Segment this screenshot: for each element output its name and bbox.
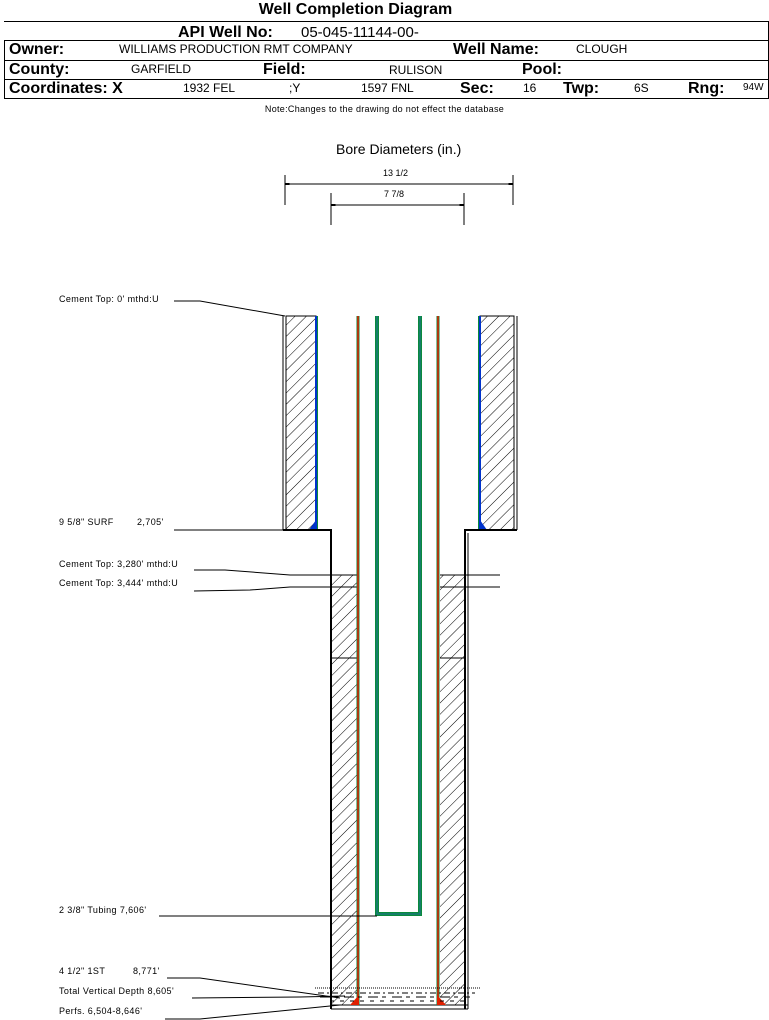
casing-shoe-left-icon (350, 995, 359, 1005)
header-row-divider (4, 40, 769, 41)
annotation-first-string-size: 4 1/2" 1ST (59, 966, 106, 976)
leader-cement-top-3444 (193, 586, 331, 592)
leader-cement-top-3280 (194, 569, 331, 576)
casing-shoe-right-icon (437, 995, 446, 1005)
annotation-first-string-depth: 8,771' (133, 966, 160, 976)
annotation-surface-casing-depth: 2,705' (137, 517, 164, 527)
api-well-value: 05-045-11144-00- (301, 24, 419, 41)
header-row-divider (4, 79, 769, 80)
bore-diameters-title: Bore Diameters (in.) (336, 141, 462, 157)
county-value: GARFIELD (131, 62, 192, 76)
leader-cement-top-0 (174, 300, 286, 317)
bore-diameter-small: 7 7/8 (384, 189, 405, 199)
header-bottom-border (4, 98, 769, 99)
township-value: 6S (634, 81, 649, 95)
api-well-label: API Well No: (178, 24, 273, 41)
annotation-leaders (159, 300, 377, 1020)
range-value: 94W (743, 82, 764, 93)
bore-diameter-13-1-2-dimension (284, 175, 514, 205)
leader-tvd (191, 995, 346, 999)
bore-diameter-7-7-8-dimension (330, 193, 465, 225)
county-label: County: (9, 61, 70, 78)
annotation-perforations: Perfs. 6,504-8,646' (59, 1006, 143, 1016)
annotation-surface-casing-size: 9 5/8" SURF (59, 517, 114, 527)
tubing-2-3-8 (375, 316, 422, 916)
annotation-tubing: 2 3/8" Tubing 7,606' (59, 905, 147, 915)
production-cement (331, 574, 500, 1005)
perforations-zone (315, 987, 480, 1002)
township-label: Twp: (563, 80, 600, 97)
surface-casing-9-5-8 (309, 316, 487, 530)
owner-label: Owner: (9, 41, 65, 58)
header-top-border (4, 21, 769, 22)
owner-value: WILLIAMS PRODUCTION RMT COMPANY (119, 42, 353, 56)
leader-perfs (165, 1004, 341, 1020)
range-label: Rng: (688, 80, 725, 97)
field-label: Field: (263, 61, 306, 78)
surface-shoe-left-icon (309, 520, 316, 530)
field-value: RULISON (389, 63, 443, 77)
header-row-divider (4, 60, 769, 61)
section-label: Sec: (460, 80, 494, 97)
database-note: Note:Changes to the drawing do not effec… (264, 104, 505, 114)
annotation-cement-top-0: Cement Top: 0' mthd:U (59, 294, 159, 304)
pool-label: Pool: (522, 61, 562, 78)
coordinate-y-value: 1597 FNL (361, 81, 414, 95)
well-name-label: Well Name: (453, 41, 539, 58)
coordinate-y-separator: ;Y (289, 81, 301, 95)
surface-cement (282, 315, 518, 531)
coordinate-x-value: 1932 FEL (183, 81, 236, 95)
production-hole-outline (283, 529, 517, 1010)
annotation-cement-top-3444: Cement Top: 3,444' mthd:U (59, 578, 179, 588)
annotation-cement-top-3280: Cement Top: 3,280' mthd:U (59, 559, 179, 569)
page-title: Well Completion Diagram (258, 1, 453, 18)
leader-first-string (167, 977, 341, 999)
surface-shoe-right-icon (480, 520, 487, 530)
production-casing-4-1-2 (350, 316, 446, 1005)
annotation-total-vertical-depth: Total Vertical Depth 8,605' (59, 986, 175, 996)
well-name-value: CLOUGH (576, 42, 628, 56)
coordinates-label: Coordinates: X (9, 80, 123, 97)
header-left-border (4, 40, 5, 99)
bore-diameter-large: 13 1/2 (383, 168, 409, 178)
section-value: 16 (523, 81, 537, 95)
